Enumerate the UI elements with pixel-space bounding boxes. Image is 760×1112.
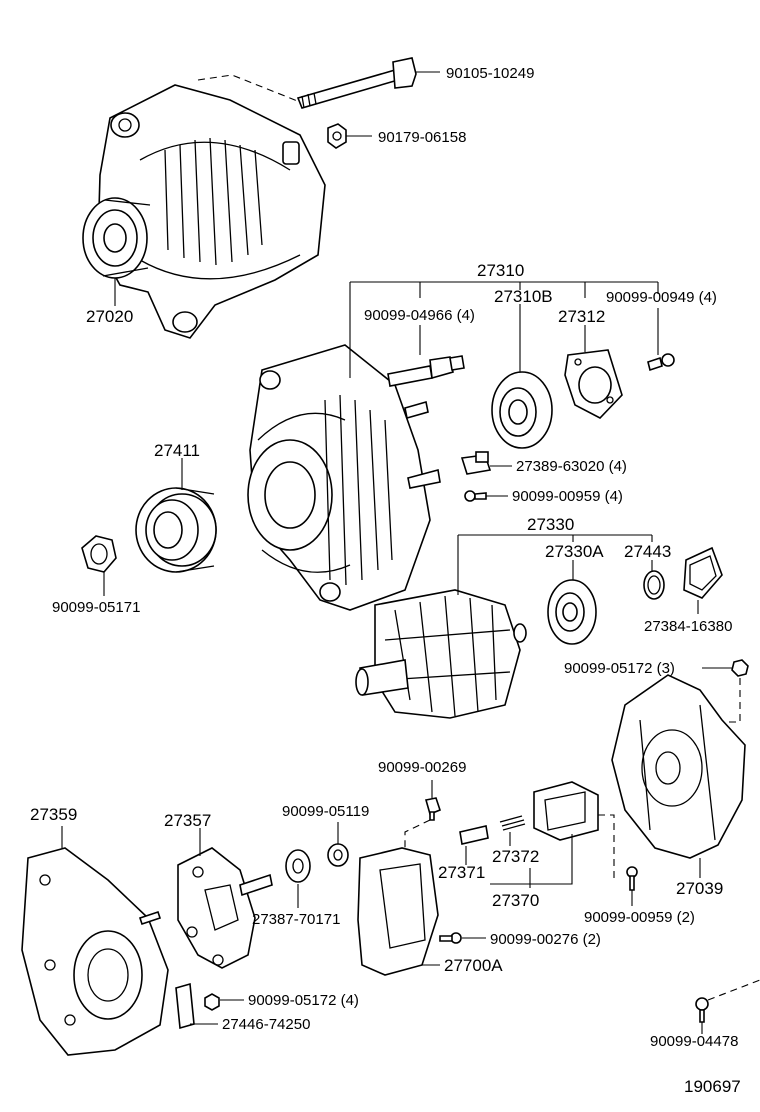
callout-insulator-b: 27446-74250	[222, 1016, 310, 1033]
rear-frame	[611, 674, 746, 859]
small-screw-a	[464, 490, 487, 502]
callout-retainer-plate: 27312	[558, 307, 605, 326]
brush-holder	[533, 781, 599, 841]
small-screw-b	[626, 866, 638, 891]
small-screw-d	[695, 997, 709, 1023]
callout-rear-nut: 90099-05172 (3)	[564, 660, 675, 677]
callout-terminal-insulator: 27389-63020 (4)	[516, 458, 627, 475]
callout-pulley: 27411	[154, 441, 200, 460]
terminal-insulator	[460, 451, 492, 475]
callout-nut-top: 90179-06158	[378, 129, 466, 146]
terminal-bolt	[285, 849, 311, 883]
nut-d	[204, 993, 220, 1011]
insulator-b	[175, 982, 195, 1030]
callout-brush-holder: 27370	[492, 891, 539, 910]
brush-spring	[499, 815, 526, 831]
diagram-id: 190697	[684, 1077, 741, 1096]
callout-small-screw-a: 90099-00959 (4)	[512, 488, 623, 505]
rear-nut	[731, 659, 749, 677]
nut-b	[327, 843, 349, 867]
callout-end-cover: 27359	[30, 805, 77, 824]
callout-pulley-nut: 90099-05171	[52, 599, 140, 616]
through-bolt	[296, 57, 417, 109]
callout-nut-b: 90099-05119	[282, 803, 369, 820]
retainer-ring	[683, 546, 723, 599]
callout-retainer-screw: 90099-00949 (4)	[606, 289, 717, 306]
callout-brush: 27371	[438, 863, 485, 882]
callout-bearing-cover: 27443	[624, 542, 671, 561]
rotor-assembly	[355, 589, 527, 719]
brush	[459, 825, 489, 845]
callout-bearing-front: 27310B	[494, 287, 553, 306]
nut-top	[327, 123, 347, 149]
retainer-plate	[564, 349, 623, 419]
rear-bearing	[547, 579, 597, 645]
callout-spring: 27372	[492, 847, 539, 866]
bearing-cover	[643, 570, 665, 600]
callout-bolt-top: 90105-10249	[446, 65, 534, 82]
callout-screw-b: 90099-00959 (2)	[584, 909, 695, 926]
regulator	[357, 847, 439, 976]
small-screw-c	[439, 932, 462, 944]
callout-terminal-bolt: 27387-70171	[252, 911, 340, 928]
pulley	[135, 487, 217, 573]
end-cover	[21, 847, 169, 1056]
alternator-assembly	[82, 84, 326, 339]
callout-nut-d: 90099-05172 (4)	[248, 992, 359, 1009]
callout-screw-c: 90099-00276 (2)	[490, 931, 601, 948]
rectifier	[177, 847, 273, 969]
callout-rectifier: 27357	[164, 811, 211, 830]
callout-rotor-assy: 27330	[527, 515, 574, 534]
retainer-screw	[647, 353, 675, 372]
callout-rear-frame: 27039	[676, 879, 723, 898]
drive-end-frame	[247, 344, 441, 611]
callout-frame-stud: 90099-04966 (4)	[364, 307, 475, 324]
callout-retainer-ring: 27384-16380	[644, 618, 732, 635]
frame-stud	[387, 355, 465, 387]
bolt-a	[424, 797, 441, 821]
callout-bolt-a: 90099-00269	[378, 759, 466, 776]
callout-screw-d: 90099-04478	[650, 1033, 738, 1050]
front-bearing	[491, 371, 553, 449]
callout-alternator-assy: 27020	[86, 307, 133, 326]
callout-regulator: 27700A	[444, 956, 503, 975]
callout-bearing-rear: 27330A	[545, 542, 604, 561]
pulley-nut	[81, 535, 117, 573]
callout-frame-assy: 27310	[477, 261, 524, 280]
